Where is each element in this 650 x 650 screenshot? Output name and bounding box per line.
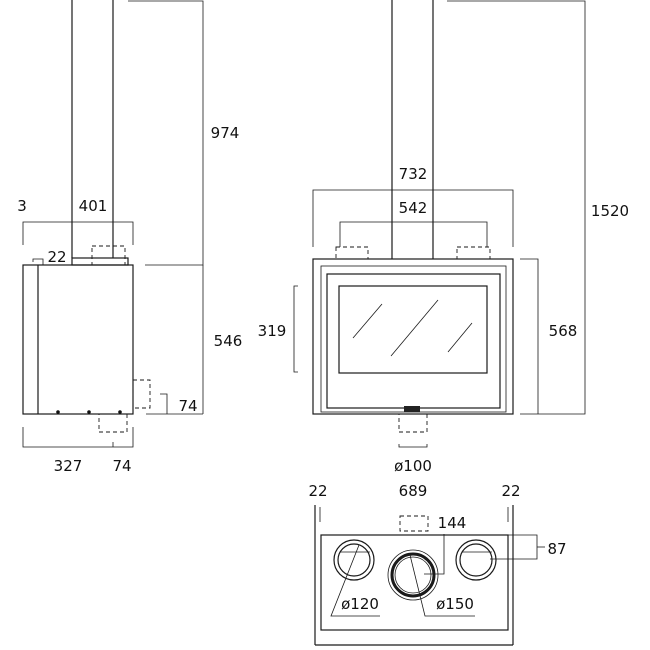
dim-568: 568 — [549, 322, 578, 340]
top-body — [320, 534, 509, 631]
dim-87: 87 — [547, 540, 566, 558]
dim-3: 3 — [17, 197, 27, 215]
dim-22: 22 — [47, 248, 66, 266]
dim-327: 327 — [54, 457, 83, 475]
dim-546: 546 — [214, 332, 243, 350]
door — [326, 273, 501, 409]
dim-319: 319 — [258, 322, 287, 340]
dim-1520: 1520 — [591, 202, 629, 220]
dim-732: 732 — [399, 165, 428, 183]
dim-144: 144 — [438, 514, 467, 532]
dim-74-rear: 74 — [178, 397, 197, 415]
dim-689: 689 — [399, 482, 428, 500]
dim-o150: ø150 — [436, 595, 474, 613]
dim-74-bottom: 74 — [112, 457, 131, 475]
dim-22-right: 22 — [501, 482, 520, 500]
dim-401: 401 — [79, 197, 108, 215]
dim-o120: ø120 — [341, 595, 379, 613]
dim-22-left: 22 — [308, 482, 327, 500]
top-view: 22 689 22 144 87 ø120 ø150 — [308, 482, 567, 646]
side-view: 974 3 401 22 546 74 327 74 — [17, 0, 242, 475]
dim-542: 542 — [399, 199, 428, 217]
side-body — [22, 264, 134, 415]
dim-974: 974 — [211, 124, 240, 142]
front-view: 732 542 1520 568 319 ø100 — [258, 0, 629, 475]
front-frame — [312, 258, 514, 415]
glass — [338, 285, 488, 374]
dim-o100: ø100 — [394, 457, 432, 475]
